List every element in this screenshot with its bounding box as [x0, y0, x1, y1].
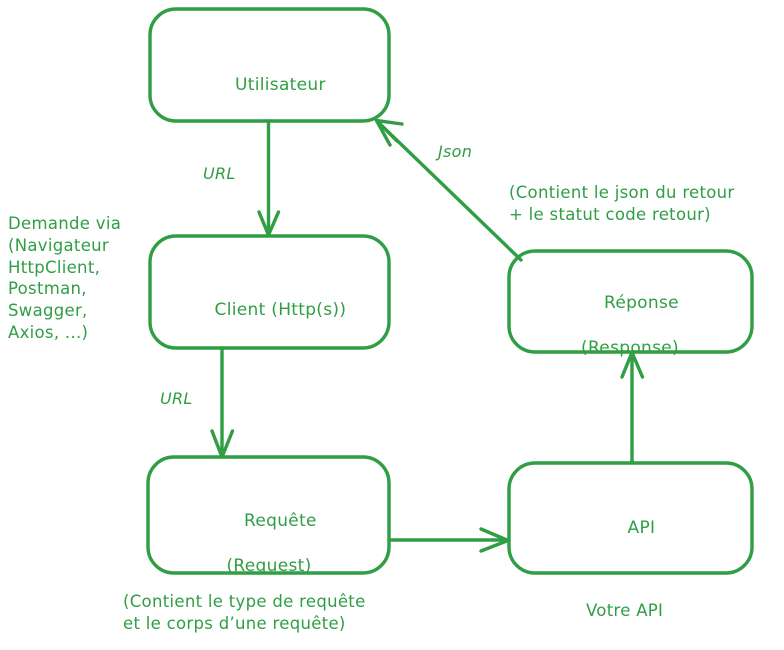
edge-label-url-utilisateur-client: URL: [203, 164, 236, 183]
node-label-requete-sub: (Request): [226, 556, 312, 577]
edge-reponse-utilisateur: [374, 118, 523, 262]
annotation-demande-via: Demande via (Navigateur HttpClient, Post…: [8, 214, 122, 342]
node-label-client: Client (Http(s)): [148, 277, 390, 344]
edge-api-reponse: [620, 350, 645, 465]
edge-label-url-client-requete: URL: [160, 389, 193, 408]
node-label-requete-main: Requête: [244, 511, 317, 532]
annotation-contenu-requete: (Contient le type de requête et le corps…: [123, 592, 366, 633]
node-label-utilisateur-main: Utilisateur: [235, 75, 326, 96]
edge-requete-api: [387, 527, 510, 553]
node-label-api: API: [508, 495, 752, 562]
edge-label-json-reponse-utilisateur: Json: [438, 142, 473, 161]
node-label-reponse-sub: (Response): [581, 338, 679, 359]
node-box-requete[interactable]: [146, 455, 391, 575]
node-label-utilisateur: Utilisateur: [148, 52, 390, 119]
edge-client-requete: [210, 346, 235, 459]
node-label-reponse: Réponse (Response): [508, 270, 752, 405]
node-label-requete: Requête (Request): [148, 488, 390, 623]
node-label-reponse-main: Réponse: [603, 293, 679, 314]
edge-utilisateur-client: [257, 119, 281, 237]
node-label-client-main: Client (Http(s)): [214, 300, 347, 321]
annotation-json-retour: (Contient le json du retour + le statut …: [509, 183, 735, 224]
annotation-votre-api: Votre API: [586, 601, 664, 620]
node-label-api-main: API: [627, 518, 656, 539]
